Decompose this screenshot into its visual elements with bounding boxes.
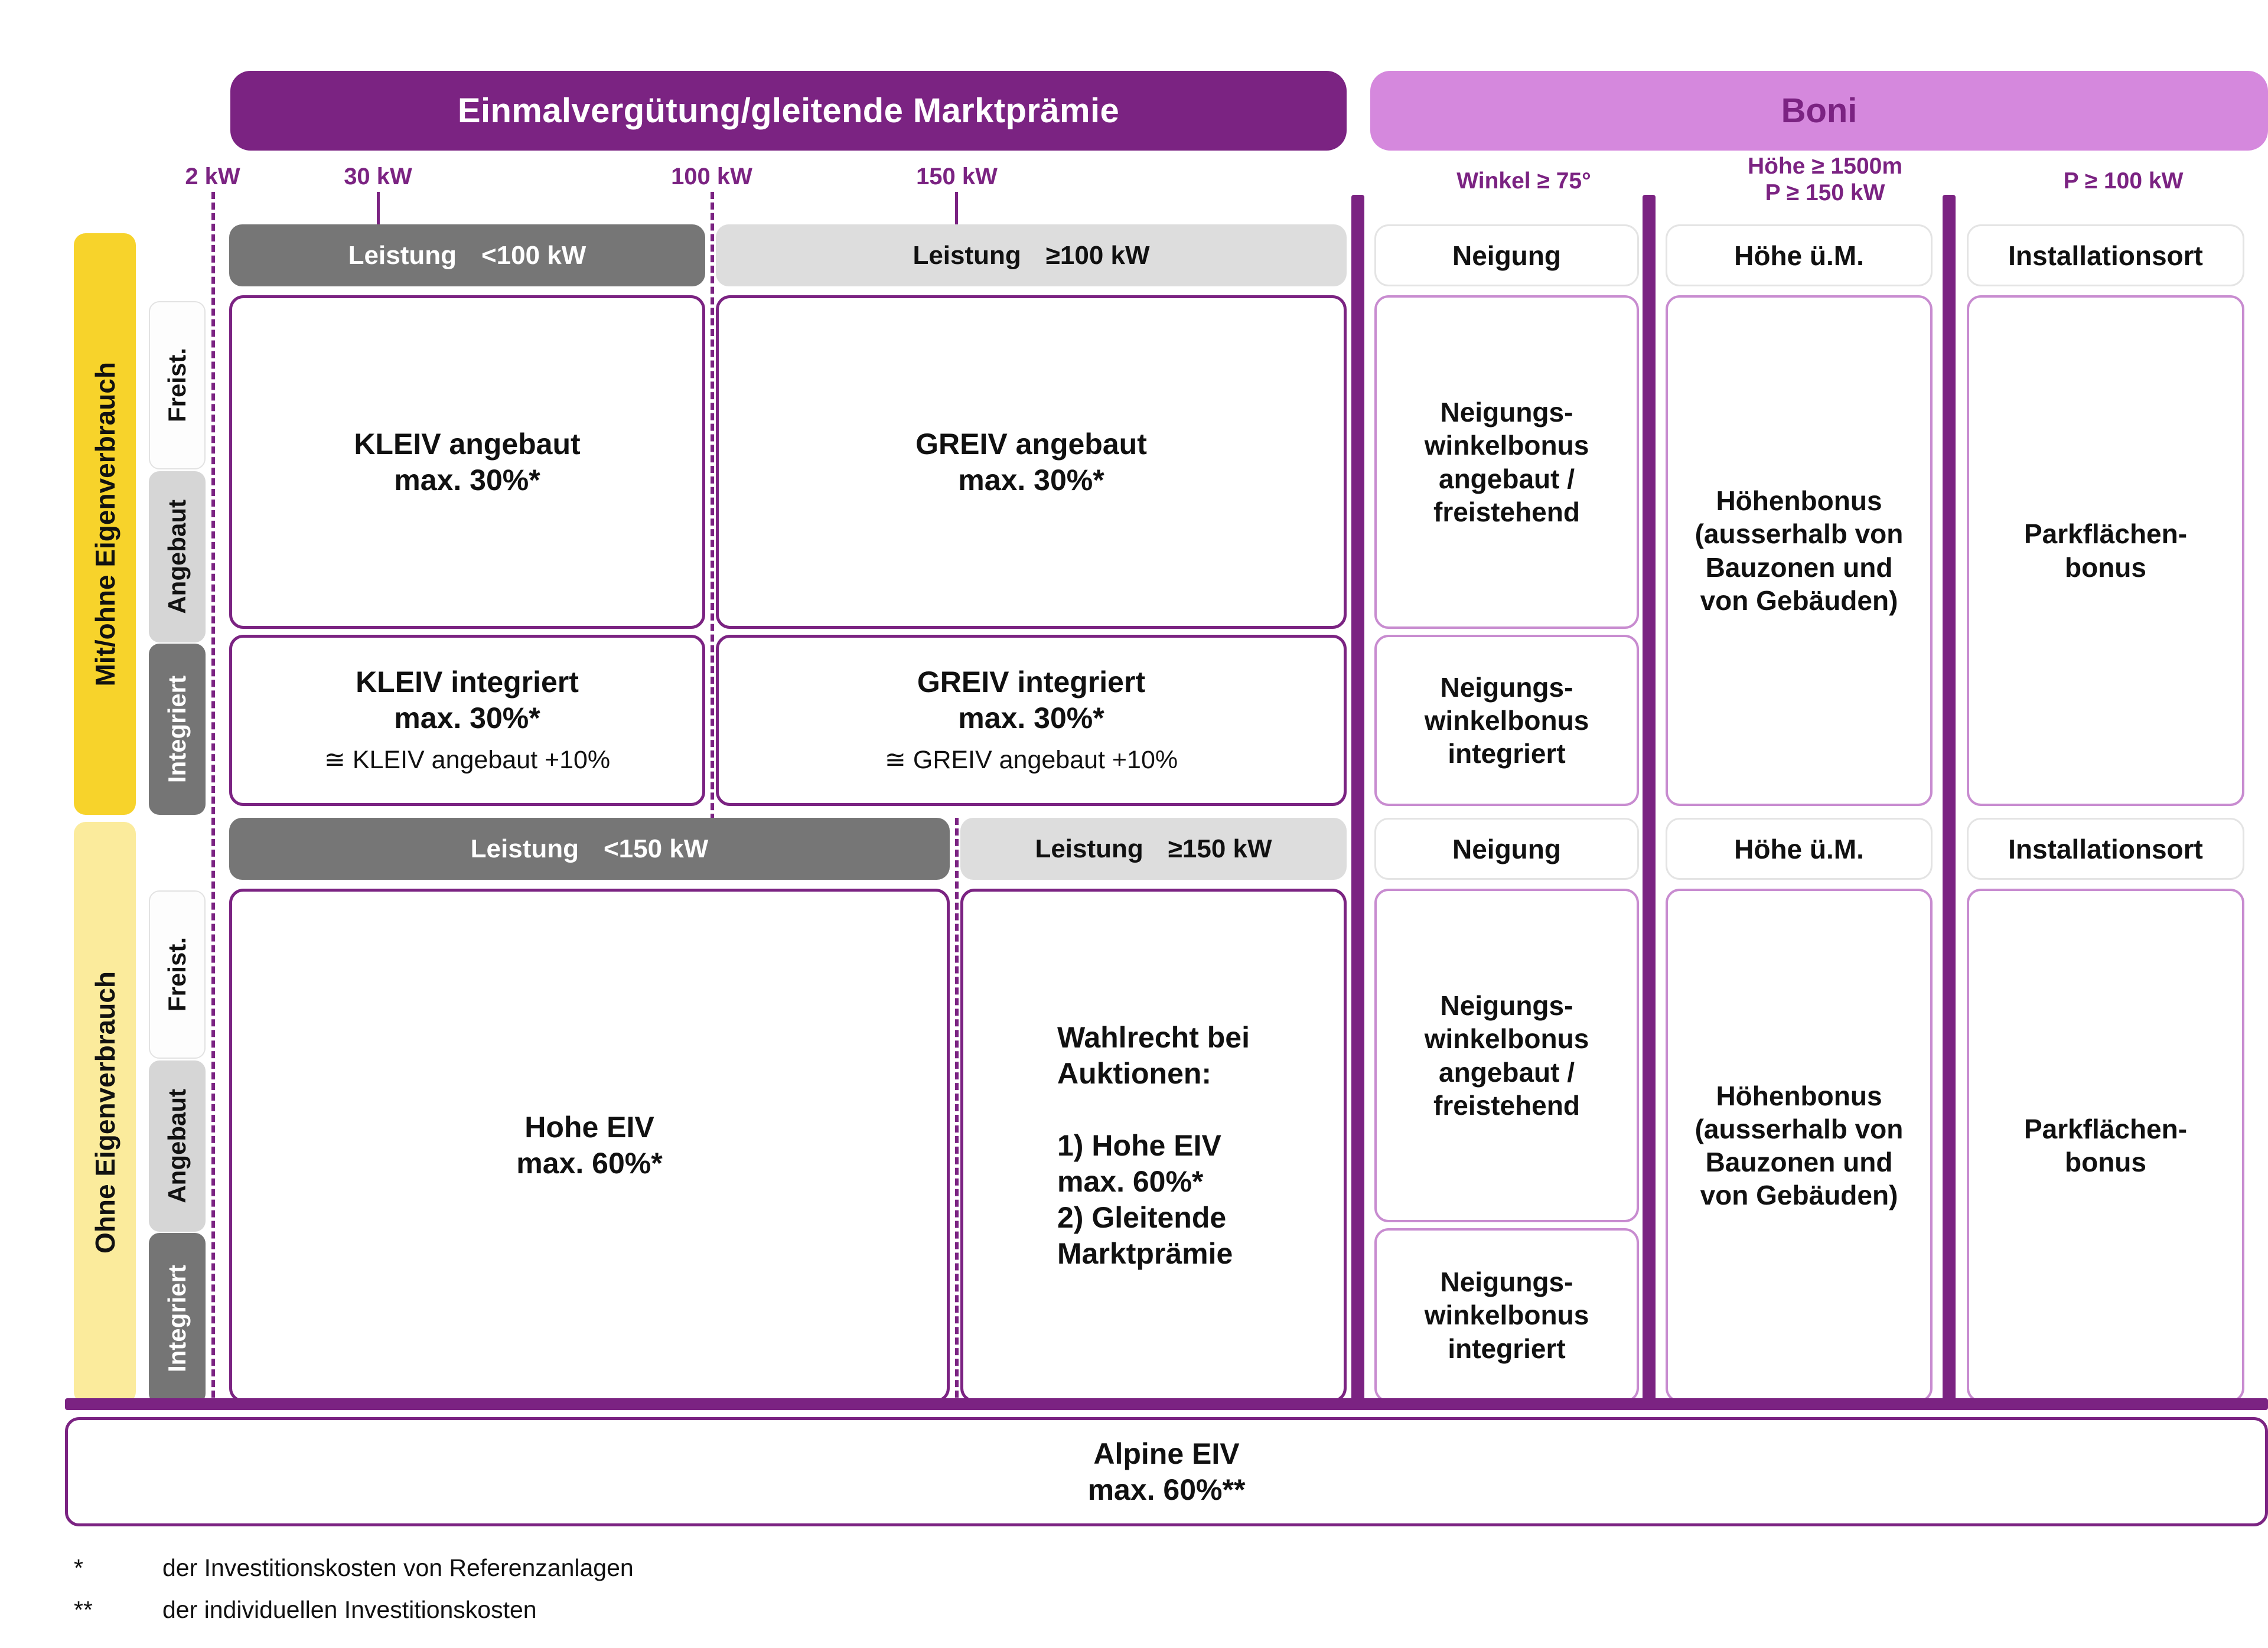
leistung-banner-ge150-value: ≥150 kW <box>1168 834 1272 863</box>
boni-cell-neigungswinkelbonus-angebaut-lower-label: Neigungs- winkelbonus angebaut / freiste… <box>1424 990 1589 1121</box>
cell-kleiv-integriert: KLEIV integriert max. 30%* ≅ KLEIV angeb… <box>229 635 705 806</box>
alpine-eiv-box: Alpine EIV max. 60%** <box>65 1417 2268 1526</box>
cell-wahlrecht-auktionen-title: Wahlrecht bei Auktionen: 1) Hohe EIV max… <box>1057 1020 1250 1270</box>
boni-cell-parkflaechenbonus-lower-label: Parkflächen- bonus <box>2023 1113 2188 1177</box>
boni-cell-parkflaechenbonus-upper-label: Parkflächen- bonus <box>2023 518 2188 583</box>
boni-cell-neigungswinkelbonus-angebaut-upper-label: Neigungs- winkelbonus angebaut / freiste… <box>1424 397 1589 527</box>
boni-cell-neigungswinkelbonus-angebaut-lower: Neigungs- winkelbonus angebaut / freiste… <box>1374 889 1639 1222</box>
header-boni-label: Boni <box>1781 92 1858 130</box>
boni-cell-neigungswinkelbonus-integriert-lower-label: Neigungs- winkelbonus integriert <box>1424 1267 1589 1364</box>
scale-tick-30kw: 30 kW <box>344 164 412 190</box>
scale-line-2kw <box>211 192 215 1408</box>
group-bar-ohne-eigenverbrauch: Ohne Eigenverbrauch <box>74 822 136 1404</box>
boni-head-neigung-upper-label: Neigung <box>1452 240 1561 271</box>
boni-head-hoehe-lower-label: Höhe ü.M. <box>1734 833 1864 864</box>
scale-line-100kw <box>711 192 714 821</box>
cell-greiv-angebaut: GREIV angebaut max. 30%* <box>716 295 1347 629</box>
role-chip-integriert-upper-label: Integriert <box>163 675 191 784</box>
boni-head-installationsort-lower: Installationsort <box>1967 818 2244 880</box>
role-chip-angebaut-lower-label: Angebaut <box>163 1089 191 1203</box>
boni-head-hoehe-lower: Höhe ü.M. <box>1666 818 1933 880</box>
leistung-banner-ge150: Leistung ≥150 kW <box>960 818 1347 880</box>
boni-condition-neigung: Winkel ≥ 75° <box>1456 168 1591 194</box>
header-boni: Boni <box>1370 71 2268 151</box>
leistung-banner-lt100-value: <100 kW <box>481 240 586 270</box>
boni-head-hoehe-upper: Höhe ü.M. <box>1666 224 1933 286</box>
cell-greiv-integriert-note: ≅ GREIV angebaut +10% <box>884 746 1178 775</box>
role-chip-integriert-upper: Integriert <box>149 644 206 815</box>
role-chip-freist-lower: Freist. <box>149 890 206 1059</box>
role-chip-freist-lower-label: Freist. <box>163 937 191 1012</box>
boni-condition-hoehe: Höhe ≥ 1500m P ≥ 150 kW <box>1747 154 1902 205</box>
header-einmalverguetung-label: Einmalvergütung/gleitende Marktprämie <box>457 92 1120 130</box>
cell-kleiv-angebaut-title: KLEIV angebaut max. 30%* <box>354 427 581 497</box>
boni-cell-hoehenbonus-upper: Höhenbonus (ausserhalb von Bauzonen und … <box>1666 295 1933 806</box>
group-bar-ohne-eigenverbrauch-label: Ohne Eigenverbrauch <box>89 971 120 1254</box>
footnote-single-star-text: der Investitionskosten von Referenzanlag… <box>162 1554 634 1581</box>
cell-kleiv-integriert-note: ≅ KLEIV angebaut +10% <box>324 746 611 775</box>
boni-cell-hoehenbonus-lower: Höhenbonus (ausserhalb von Bauzonen und … <box>1666 889 1933 1402</box>
scale-line-150kw-lower <box>955 818 959 1408</box>
boni-head-installationsort-upper: Installationsort <box>1967 224 2244 286</box>
group-bar-mit-ohne-eigenverbrauch: Mit/ohne Eigenverbrauch <box>74 233 136 815</box>
footnote-double-star-text: der individuellen Investitionskosten <box>162 1596 537 1623</box>
boni-condition-installationsort: P ≥ 100 kW <box>2063 168 2184 194</box>
boni-cell-neigungswinkelbonus-integriert-upper-label: Neigungs- winkelbonus integriert <box>1424 671 1589 769</box>
cell-kleiv-integriert-title: KLEIV integriert max. 30%* <box>356 665 579 735</box>
leistung-banner-lt150: Leistung <150 kW <box>229 818 950 880</box>
scale-tick-2kw: 2 kW <box>185 164 240 190</box>
boni-cell-neigungswinkelbonus-integriert-upper: Neigungs- winkelbonus integriert <box>1374 635 1639 806</box>
footnote-double-star-mark: ** <box>74 1596 93 1623</box>
bottom-separator-rule <box>65 1398 2268 1410</box>
column-separator-hoehe-installationsort <box>1943 195 1956 1402</box>
leistung-banner-ge100: Leistung ≥100 kW <box>716 224 1347 286</box>
leistung-banner-ge100-label: Leistung <box>913 240 1021 270</box>
scale-tick-100kw: 100 kW <box>671 164 752 190</box>
boni-cell-neigungswinkelbonus-integriert-lower: Neigungs- winkelbonus integriert <box>1374 1228 1639 1402</box>
boni-cell-hoehenbonus-lower-label: Höhenbonus (ausserhalb von Bauzonen und … <box>1695 1080 1904 1211</box>
boni-head-installationsort-lower-label: Installationsort <box>2008 833 2203 864</box>
alpine-eiv-label: Alpine EIV max. 60%** <box>1087 1437 1246 1506</box>
boni-head-installationsort-upper-label: Installationsort <box>2008 240 2203 271</box>
group-bar-mit-ohne-eigenverbrauch-label: Mit/ohne Eigenverbrauch <box>89 361 120 687</box>
cell-greiv-angebaut-title: GREIV angebaut max. 30%* <box>915 427 1147 497</box>
role-chip-integriert-lower: Integriert <box>149 1233 206 1404</box>
role-chip-freist-upper-label: Freist. <box>163 348 191 423</box>
cell-kleiv-angebaut: KLEIV angebaut max. 30%* <box>229 295 705 629</box>
section-separator-eiv-boni <box>1351 195 1364 1402</box>
boni-head-neigung-upper: Neigung <box>1374 224 1639 286</box>
leistung-banner-lt100: Leistung <100 kW <box>229 224 705 286</box>
leistung-banner-ge150-label: Leistung <box>1035 834 1143 863</box>
header-einmalverguetung: Einmalvergütung/gleitende Marktprämie <box>230 71 1347 151</box>
boni-cell-parkflaechenbonus-lower: Parkflächen- bonus <box>1967 889 2244 1402</box>
column-separator-neigung-hoehe <box>1643 195 1656 1402</box>
boni-head-hoehe-upper-label: Höhe ü.M. <box>1734 240 1864 271</box>
boni-cell-neigungswinkelbonus-angebaut-upper: Neigungs- winkelbonus angebaut / freiste… <box>1374 295 1639 629</box>
boni-head-neigung-lower-label: Neigung <box>1452 833 1561 864</box>
scale-tick-150kw: 150 kW <box>916 164 998 190</box>
leistung-banner-lt100-label: Leistung <box>348 240 457 270</box>
role-chip-angebaut-upper-label: Angebaut <box>163 500 191 614</box>
footnote-double-star: ** der individuellen Investitionskosten <box>74 1596 1491 1624</box>
scale-tick-line-150kw <box>955 192 958 227</box>
cell-greiv-integriert-title: GREIV integriert max. 30%* <box>917 665 1146 735</box>
boni-cell-parkflaechenbonus-upper: Parkflächen- bonus <box>1967 295 2244 806</box>
leistung-banner-ge100-value: ≥100 kW <box>1045 240 1150 270</box>
role-chip-angebaut-upper: Angebaut <box>149 471 206 642</box>
role-chip-integriert-lower-label: Integriert <box>163 1264 191 1373</box>
leistung-banner-lt150-label: Leistung <box>470 834 579 863</box>
footnote-single-star-mark: * <box>74 1554 83 1581</box>
boni-head-neigung-lower: Neigung <box>1374 818 1639 880</box>
cell-hohe-eiv-title: Hohe EIV max. 60%* <box>516 1111 663 1180</box>
role-chip-angebaut-lower: Angebaut <box>149 1060 206 1232</box>
cell-greiv-integriert: GREIV integriert max. 30%* ≅ GREIV angeb… <box>716 635 1347 806</box>
footnote-single-star: * der Investitionskosten von Referenzanl… <box>74 1554 1491 1582</box>
role-chip-freist-upper: Freist. <box>149 301 206 469</box>
cell-wahlrecht-auktionen: Wahlrecht bei Auktionen: 1) Hohe EIV max… <box>960 889 1347 1402</box>
cell-hohe-eiv: Hohe EIV max. 60%* <box>229 889 950 1402</box>
leistung-banner-lt150-value: <150 kW <box>603 834 709 863</box>
scale-tick-line-30kw <box>377 192 380 227</box>
boni-cell-hoehenbonus-upper-label: Höhenbonus (ausserhalb von Bauzonen und … <box>1695 485 1904 616</box>
